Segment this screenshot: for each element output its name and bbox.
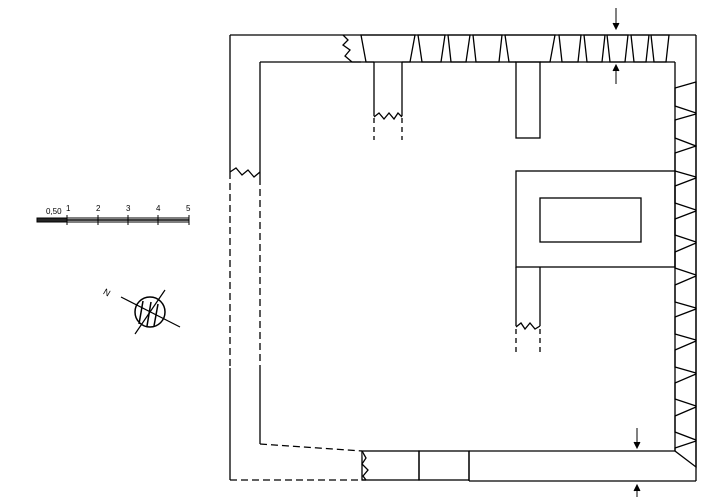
pillar-left (373, 62, 403, 140)
scale-label-050: 0,50 (46, 207, 62, 216)
arrow-down-icon (633, 428, 641, 450)
arrow-up-icon (633, 483, 641, 497)
north-label: N (102, 287, 113, 299)
pillar-lower (515, 267, 541, 352)
right-wall-blocks (674, 81, 697, 469)
scale-label-5: 5 (186, 204, 191, 213)
arrow-up-icon (612, 63, 620, 84)
scale-label-2: 2 (96, 204, 101, 213)
scale-label-1: 1 (66, 204, 71, 213)
central-base (515, 170, 676, 268)
bottom-wall (361, 450, 470, 481)
dashed-walls (229, 172, 366, 481)
scale-label-3: 3 (126, 204, 131, 213)
pillar-middle (515, 61, 541, 139)
scale-bar-hatched-segment (37, 218, 67, 222)
section-arrows (612, 8, 641, 497)
top-wall-blocks (360, 34, 670, 63)
building-walls (229, 34, 697, 482)
arrow-down-icon (612, 8, 620, 31)
north-arrow-icon: N (102, 287, 181, 335)
scale-bar: 0,50 1 2 3 4 5 (36, 204, 191, 225)
scale-label-4: 4 (156, 204, 161, 213)
